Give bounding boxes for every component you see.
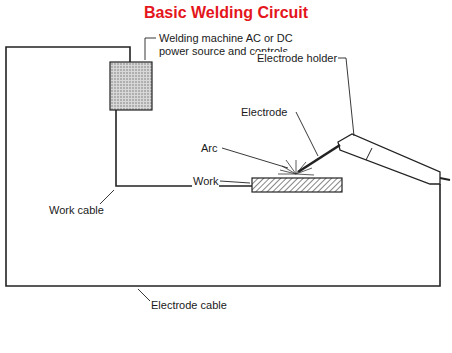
part-label: Work — [192, 175, 219, 188]
cable-label: Work cable — [48, 204, 105, 217]
work-cable — [116, 110, 252, 186]
part-label: Electrode holder — [256, 52, 338, 65]
cable-label: Electrode cable — [150, 299, 228, 312]
welding-machine — [110, 62, 152, 110]
holder-grip-line — [366, 148, 372, 160]
electrode-holder — [338, 134, 440, 184]
work-piece — [252, 178, 342, 192]
electrode-rod — [298, 145, 340, 172]
arc-sparks — [278, 160, 314, 175]
leader-lines — [100, 38, 354, 303]
part-label: Electrode — [240, 106, 288, 119]
holder-cable-end — [440, 178, 450, 180]
diagram-title: Basic Welding Circuit — [0, 4, 452, 22]
part-label: Arc — [200, 142, 219, 155]
electrode-cable — [6, 47, 440, 286]
